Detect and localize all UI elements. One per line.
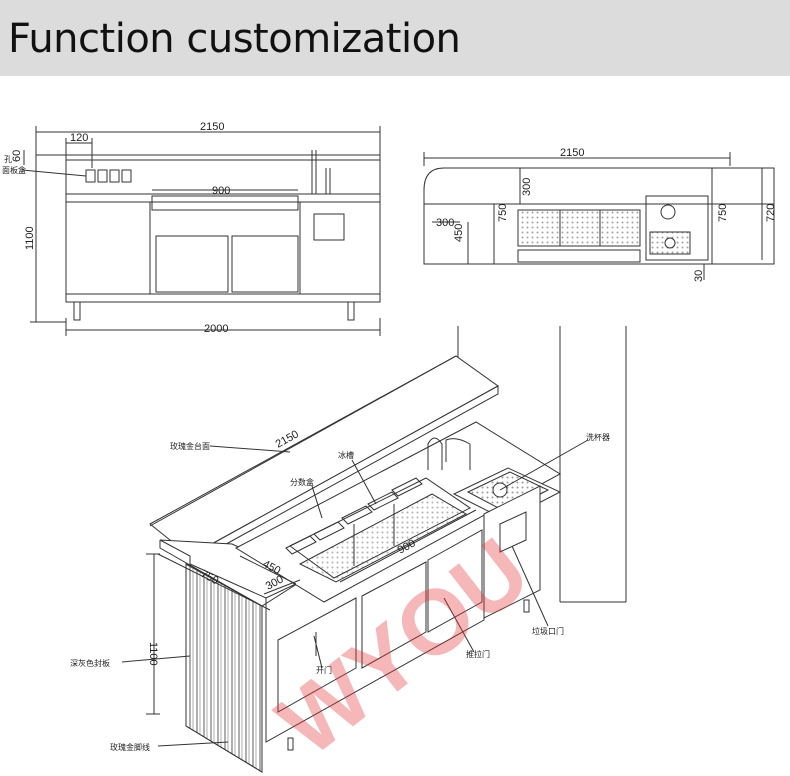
top-dim-300-left: 300 [436, 217, 454, 229]
front-dim-120: 120 [70, 132, 88, 144]
front-dim-60: 60 [11, 150, 23, 162]
callout-cup-washer: 洗杯器 [586, 432, 610, 442]
page-title: Function customization [8, 16, 461, 62]
callout-side-panel: 深灰色封板 [70, 658, 110, 668]
front-label-a: 孔 [4, 155, 12, 164]
callout-sliding-door: 推拉门 [466, 649, 490, 659]
front-dim-2150: 2150 [200, 121, 224, 133]
iso-dim-1100: 1100 [147, 642, 159, 666]
callout-open-door: 开门 [316, 665, 332, 675]
callout-top-surface: 玫瑰金台面 [170, 441, 210, 451]
top-dim-750-right: 750 [717, 204, 729, 222]
top-dim-450: 450 [453, 224, 465, 242]
top-dim-300: 300 [521, 178, 533, 196]
callout-trash-door: 垃圾口门 [532, 626, 564, 636]
callout-spice-box: 分数盒 [290, 477, 314, 487]
top-view [423, 152, 775, 280]
front-dim-900: 900 [212, 185, 230, 197]
top-dim-30: 30 [693, 270, 705, 282]
front-view [21, 126, 381, 336]
callout-ice-tray: 冰槽 [338, 450, 354, 460]
callout-rose-foot: 玫瑰金脚线 [110, 742, 150, 752]
top-dim-720: 720 [765, 204, 777, 222]
front-label-b: 面板盒 [2, 165, 26, 175]
iso-view [121, 326, 627, 773]
front-dim-2000: 2000 [204, 323, 228, 335]
front-dim-1100: 1100 [24, 226, 36, 250]
top-dim-2150: 2150 [560, 147, 584, 159]
top-dim-750: 750 [497, 204, 509, 222]
title-bar: Function customization [0, 0, 790, 76]
